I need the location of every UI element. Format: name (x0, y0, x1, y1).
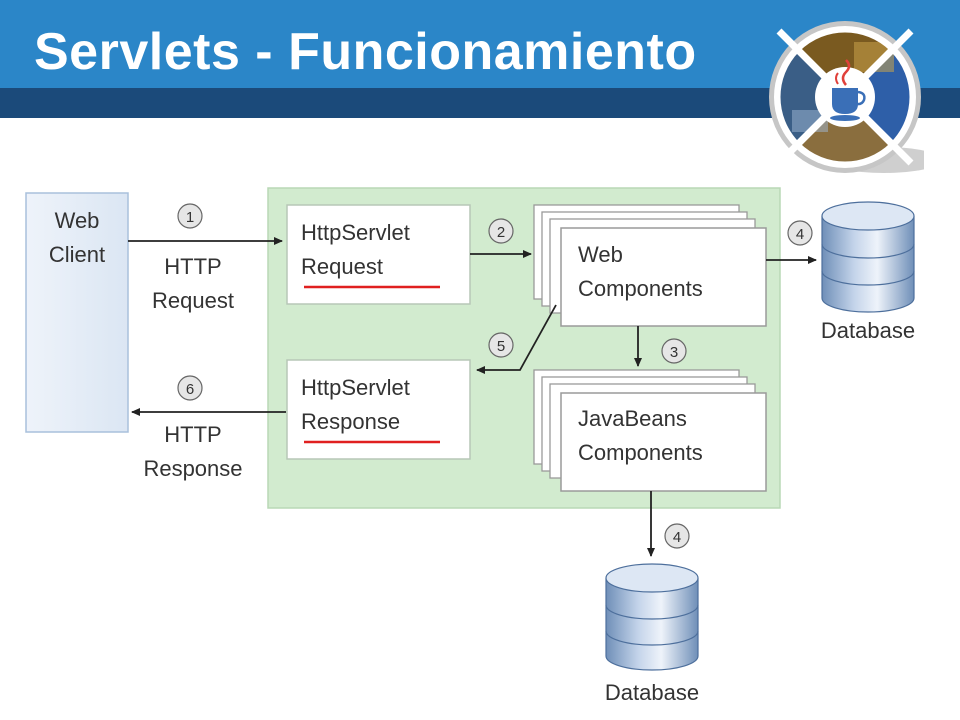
step-4b-badge: 4 (664, 523, 690, 549)
step-3-badge: 3 (661, 338, 687, 364)
http-request-label-2: Request (152, 288, 234, 313)
servlet-request-label-1: HttpServlet (301, 220, 410, 245)
http-response-label-2: Response (143, 456, 242, 481)
servlet-response-box: HttpServlet Response (286, 359, 471, 460)
http-request-label-1: HTTP (164, 254, 221, 279)
arrow-web-to-response (476, 304, 557, 374)
web-client-label-2: Client (49, 242, 105, 267)
svg-text:5: 5 (497, 338, 505, 355)
javabeans-label-2: Components (578, 440, 703, 465)
web-components-stack: Web Components (533, 204, 767, 327)
web-client-box: Web Client (25, 192, 129, 433)
servlet-request-label-2: Request (301, 254, 383, 279)
svg-text:3: 3 (670, 344, 678, 361)
javabeans-label-1: JavaBeans (578, 406, 687, 431)
java-logo-badge (769, 21, 924, 173)
web-components-label-2: Components (578, 276, 703, 301)
database-bottom: Database (605, 563, 699, 705)
javabeans-components-stack: JavaBeans Components (533, 369, 767, 492)
servlet-response-label-1: HttpServlet (301, 375, 410, 400)
step-4a-badge: 4 (787, 220, 813, 246)
step-5-badge: 5 (488, 332, 514, 358)
svg-text:1: 1 (186, 209, 194, 226)
step-2-badge: 2 (488, 218, 514, 244)
web-components-label-1: Web (578, 242, 623, 267)
servlet-request-box: HttpServlet Request (286, 204, 471, 305)
svg-text:4: 4 (796, 226, 804, 243)
slide-title: Servlets - Funcionamiento (34, 23, 697, 81)
web-client-label-1: Web (55, 208, 100, 233)
database-right-label: Database (821, 318, 915, 343)
svg-text:2: 2 (497, 224, 505, 241)
http-response-label-1: HTTP (164, 422, 221, 447)
database-bottom-label: Database (605, 680, 699, 705)
svg-text:6: 6 (186, 381, 194, 398)
step-1-badge: 1 (177, 203, 203, 229)
svg-text:4: 4 (673, 529, 681, 546)
servlet-response-label-2: Response (301, 409, 400, 434)
database-right: Database (821, 201, 915, 343)
step-6-badge: 6 (177, 375, 203, 401)
